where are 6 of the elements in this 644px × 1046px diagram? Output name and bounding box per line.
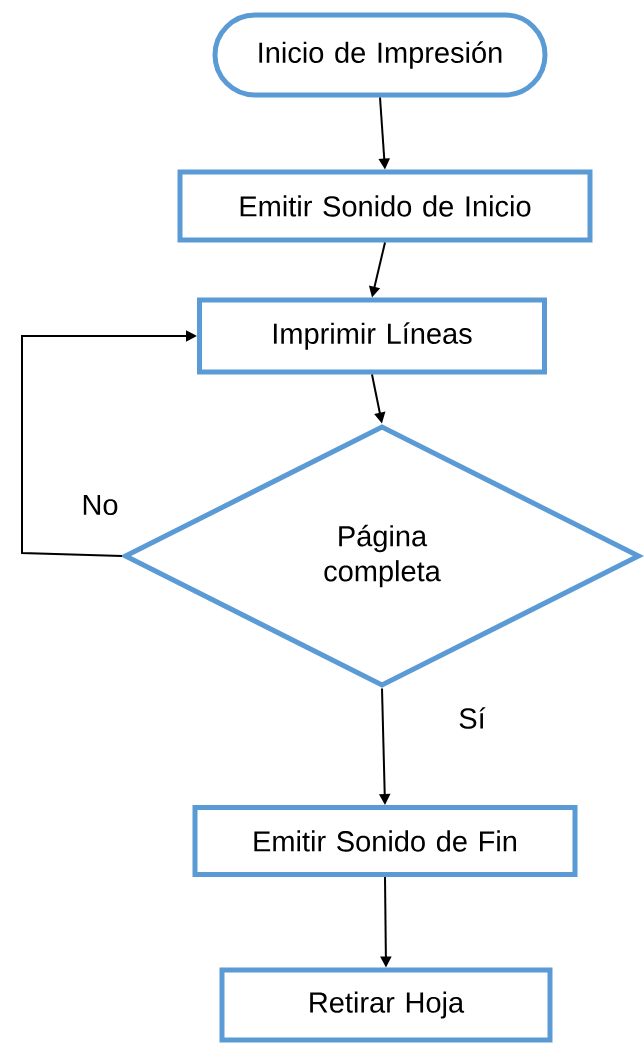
process-box: Imprimir Líneas — [197, 297, 547, 375]
edge-label: No — [79, 492, 121, 518]
process-box: Emitir Sonido de Inicio — [177, 169, 593, 243]
process-box: Emitir Sonido de Fin — [192, 805, 578, 877]
process-box: Retirar Hoja — [219, 967, 553, 1043]
edge-label: Sí — [456, 705, 488, 731]
